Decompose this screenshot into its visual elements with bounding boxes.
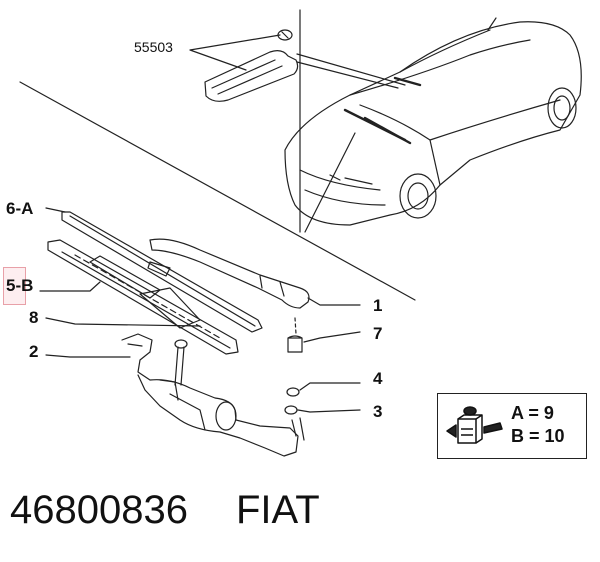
label-1: 1 [373,296,383,315]
label-6a: 6-A [6,199,34,218]
wiper-arm [149,238,310,309]
brand-name: FIAT [235,488,320,532]
exploded-diagram [19,9,582,457]
label-8: 8 [29,308,39,327]
clip-part [189,29,299,102]
section-divider-line [19,81,416,301]
legend-line-b: B = 10 [511,426,565,446]
inset-frame [299,9,356,233]
torque-legend: A = 9 B = 10 [437,393,587,459]
footer-caption: 46800836 FIAT [10,490,320,530]
legend-line-a: A = 9 [511,403,554,423]
wiper-blade-b [47,239,239,355]
car-illustration [284,17,582,226]
label-4: 4 [373,369,383,388]
label-5b: 5-B [6,276,34,295]
label-2: 2 [29,342,39,361]
washer-3 [284,405,298,415]
label-7: 7 [373,324,383,343]
wiper-motor-linkage [121,333,305,457]
callout-highlight [3,267,26,305]
label-3: 3 [373,402,383,421]
nut-7 [287,335,303,353]
part-number: 46800836 [10,488,188,532]
label-55503: 55503 [134,39,173,55]
screw-8 [174,339,188,386]
torque-wrench-icon [446,406,503,444]
washer-4 [286,387,300,397]
wiper-blade-a [61,211,263,333]
